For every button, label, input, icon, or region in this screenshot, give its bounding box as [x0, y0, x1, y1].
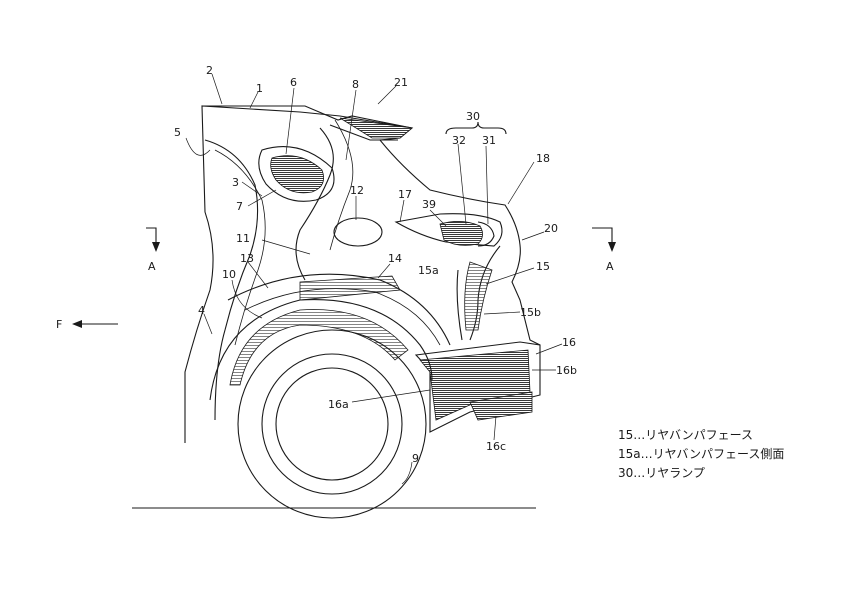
rear-lamp-bulb: [439, 221, 483, 246]
pillar-line: [204, 139, 259, 421]
quarter-window: [270, 155, 325, 194]
label-3: 3: [232, 176, 239, 189]
front-label: F: [56, 318, 62, 331]
leader-31: [485, 145, 489, 225]
leader-7: [247, 189, 277, 207]
leader-13: [247, 261, 269, 289]
bracket-30: [445, 121, 507, 135]
leader-16: [535, 343, 563, 355]
tire: [237, 329, 427, 519]
fuel-lid: [333, 217, 383, 247]
rear-window-inner: [329, 119, 354, 251]
label-13: 13: [240, 252, 254, 265]
leader-15: [485, 267, 535, 285]
label-10: 10: [222, 268, 236, 281]
legend-item-15: 15…リヤバンパフェース: [618, 428, 754, 442]
label-39: 39: [422, 198, 436, 211]
label-16c: 16c: [486, 440, 506, 453]
leader-32: [457, 143, 467, 225]
leader-10: [231, 279, 263, 319]
quarter-lower-shade: [299, 275, 401, 301]
section-arrow-right: [592, 227, 613, 246]
body-outline: [184, 105, 541, 443]
wheel-arch-liner: [229, 309, 409, 386]
label-21: 21: [394, 76, 408, 89]
label-16b: 16b: [556, 364, 577, 377]
leader-39: [429, 209, 447, 227]
legend-item-15a: 15a…リヤバンパフェース側面: [618, 447, 785, 461]
label-32: 32: [452, 134, 466, 147]
leader-15b: [483, 311, 521, 315]
leader-1: [249, 91, 259, 109]
label-9: 9: [412, 452, 419, 465]
leader-20: [521, 231, 545, 241]
wheel-rim: [275, 367, 389, 481]
section-arrow-left: [146, 227, 157, 246]
rear-window-edge: [295, 127, 334, 281]
label-16: 16: [562, 336, 576, 349]
leader-5: [185, 137, 211, 156]
diffuser: [469, 391, 533, 421]
leader-11: [261, 239, 311, 255]
legend-item-30: 30…リヤランプ: [618, 466, 705, 480]
label-12: 12: [350, 184, 364, 197]
wheel-arch: [209, 298, 433, 401]
leader-21: [377, 85, 397, 105]
leader-8: [345, 89, 357, 161]
label-15a: 15a: [418, 264, 439, 277]
label-2: 2: [206, 64, 213, 77]
label-8: 8: [352, 78, 359, 91]
leader-9: [401, 461, 413, 485]
leader-18: [507, 161, 535, 205]
leader-17: [399, 199, 405, 223]
label-20: 20: [544, 222, 558, 235]
rear-spoiler: [202, 105, 413, 141]
section-label-right: A: [606, 260, 614, 273]
label-5: 5: [174, 126, 181, 139]
label-31: 31: [482, 134, 496, 147]
reference-legend: 15…リヤバンパフェース 15a…リヤバンパフェース側面 30…リヤランプ: [618, 426, 843, 483]
label-16a: 16a: [328, 398, 349, 411]
leader-14: [377, 263, 391, 279]
label-15b: 15b: [520, 306, 541, 319]
rear-lamp-lens: [477, 221, 495, 247]
leader-3: [241, 181, 263, 197]
section-label-left: A: [148, 260, 156, 273]
label-15: 15: [536, 260, 550, 273]
label-7: 7: [236, 200, 243, 213]
label-14: 14: [388, 252, 402, 265]
label-30: 30: [466, 110, 480, 123]
spoiler-underside: [339, 117, 413, 139]
label-1: 1: [256, 82, 263, 95]
quarter-window-frame: [258, 146, 335, 202]
bumper-shade: [464, 261, 493, 331]
label-18: 18: [536, 152, 550, 165]
leader-4: [203, 313, 213, 335]
leader-6: [285, 87, 295, 155]
label-17: 17: [398, 188, 412, 201]
rear-lamp-housing: [394, 213, 503, 247]
leader-16c: [493, 415, 497, 441]
front-arrow-head: [72, 320, 82, 328]
tire-inner: [261, 353, 403, 495]
section-arrow-right-head: [608, 242, 616, 252]
label-11: 11: [236, 232, 250, 245]
label-6: 6: [290, 76, 297, 89]
section-arrow-left-head: [152, 242, 160, 252]
label-4: 4: [198, 304, 205, 317]
leader-2: [211, 73, 223, 105]
leader-16a: [351, 389, 431, 403]
pillar-line-inner: [214, 149, 266, 346]
